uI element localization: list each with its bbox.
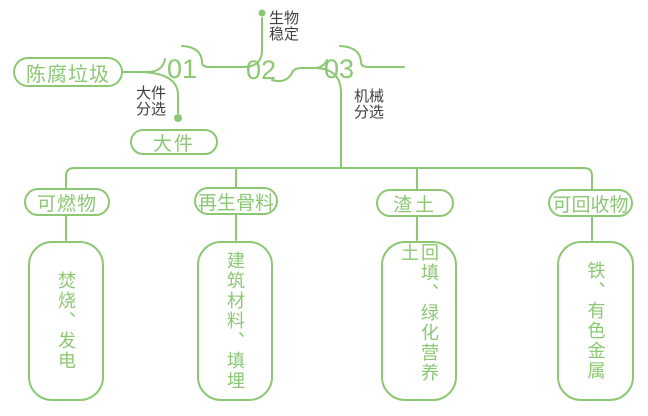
distribution-bar: [65, 167, 593, 191]
result-text-incineration: 焚烧、发电: [56, 271, 76, 371]
step-label-mechanical-sorting: 机械分选: [354, 88, 385, 121]
result-box-building-material: 建筑材料、填埋: [197, 241, 273, 401]
line-03-down: [315, 67, 342, 169]
result-box-metals: 铁、有色金属: [557, 241, 634, 401]
category-node-slag-soil: 渣土: [376, 189, 454, 217]
step-label-bulky-sorting: 大件分选: [136, 85, 167, 118]
source-node: 陈腐垃圾: [13, 57, 123, 87]
bulky-output-node: 大件: [130, 129, 218, 155]
step-number-03: 03: [323, 54, 355, 84]
result-text-metals: 铁、有色金属: [585, 261, 606, 381]
line-source-to-01: [122, 58, 166, 73]
category-node-recycled-aggregate: 再生骨料: [194, 187, 278, 215]
result-text-backfill: 回填、绿化营养土: [399, 243, 439, 383]
result-box-incineration: 焚烧、发电: [28, 241, 104, 401]
line-01-to-02: [181, 17, 263, 68]
category-node-recyclables: 可回收物: [548, 189, 633, 217]
bio-dot: [258, 9, 266, 17]
step-label-bio-stabilization: 生物稳定: [269, 10, 300, 43]
line-01-to-bulky: [142, 71, 179, 114]
result-text-building-material: 建筑材料、填埋: [225, 251, 245, 391]
line-03-tail: [339, 45, 405, 68]
line-02-to-03: [271, 67, 317, 83]
bulky-dot: [174, 114, 182, 122]
step-number-02: 02: [245, 55, 277, 85]
category-node-combustible: 可燃物: [24, 188, 110, 216]
step-number-01: 01: [166, 54, 198, 84]
result-box-backfill: 回填、绿化营养土: [381, 241, 457, 401]
